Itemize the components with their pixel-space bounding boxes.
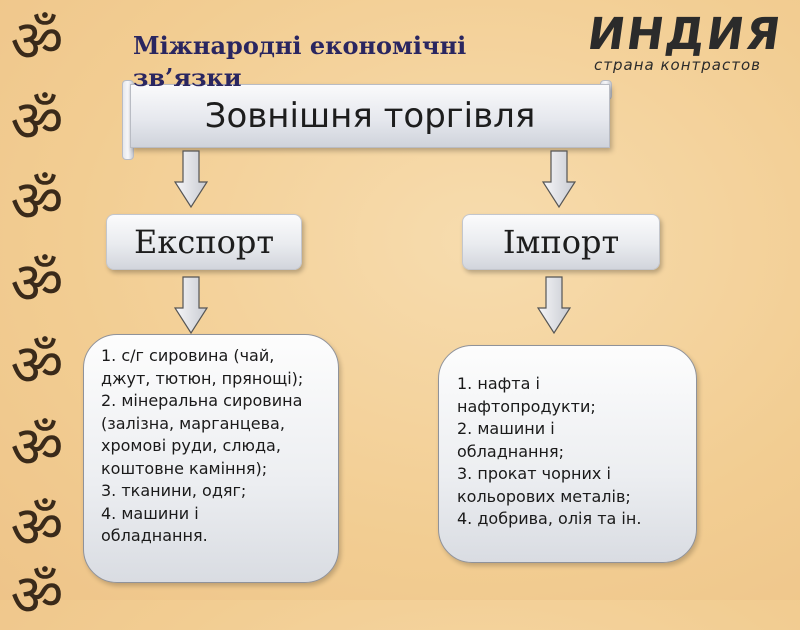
export-item-line: хромові руди, слюда, — [101, 436, 281, 455]
import-item-line: 3. прокат чорних і — [457, 464, 611, 483]
logo-title: ИНДИЯ — [584, 9, 786, 60]
export-node: Експорт — [106, 214, 302, 270]
import-item-line: обладнання; — [457, 441, 564, 461]
import-item-line: 4. добрива, олія та ін. — [457, 509, 642, 528]
om-symbol-icon: ॐ — [10, 493, 64, 561]
import-item-line: 2. машини і — [457, 419, 555, 438]
import-item-line: кольорових металів; — [457, 486, 631, 506]
export-item-line: коштовне каміння); — [101, 458, 268, 478]
import-item-line: 1. нафта і — [457, 374, 540, 393]
om-symbol-icon: ॐ — [10, 331, 64, 399]
arrow-down-icon — [542, 150, 576, 208]
om-symbol-icon: ॐ — [10, 249, 64, 317]
export-item-line: обладнання. — [101, 526, 208, 545]
om-symbol-icon: ॐ — [10, 413, 64, 481]
om-symbol-icon: ॐ — [10, 561, 64, 629]
import-items-box: 1. нафта і нафтопродукти; 2. машини і об… — [438, 345, 697, 563]
root-node-scroll: Зовнішня торгівля — [122, 80, 612, 160]
india-logo: ИНДИЯ страна контрастов — [584, 9, 785, 76]
export-item-line: 4. машини і — [101, 503, 199, 523]
export-item-line: (залізна, марганцева, — [101, 413, 285, 433]
import-item-line: нафтопродукти; — [457, 396, 596, 416]
page-title: Міжнародні економічні зв’язки — [133, 31, 467, 92]
import-node: Імпорт — [462, 214, 660, 270]
om-ornament-strip: ॐ ॐ ॐ ॐ ॐ ॐ ॐ ॐ — [0, 0, 80, 629]
export-item-line: 3. тканини, одяг; — [101, 481, 247, 500]
om-symbol-icon: ॐ — [10, 87, 64, 155]
arrow-down-icon — [174, 150, 208, 208]
export-item-line: 2. мінеральна сировина — [101, 391, 303, 410]
arrow-down-icon — [174, 276, 208, 334]
logo-subtitle: страна контрастов — [594, 56, 761, 74]
om-symbol-icon: ॐ — [10, 167, 64, 235]
root-node-label: Зовнішня торгівля — [130, 84, 610, 148]
om-symbol-icon: ॐ — [10, 7, 64, 75]
arrow-down-icon — [537, 276, 571, 334]
export-item-line: 1. с/г сировина (чай, — [101, 346, 275, 365]
export-item-line: джут, тютюн, прянощі); — [101, 368, 304, 388]
export-items-box: 1. с/г сировина (чай, джут, тютюн, пряно… — [83, 334, 339, 583]
